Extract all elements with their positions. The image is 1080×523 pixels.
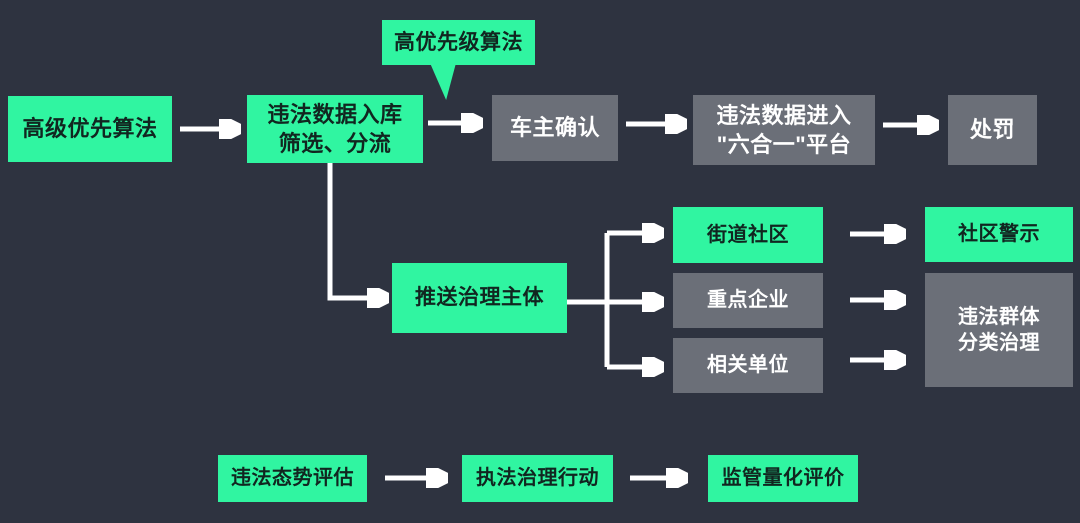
node-related-units: 相关单位: [673, 338, 823, 393]
node-enforcement-governance-action: 执法治理行动: [462, 455, 613, 502]
arrow-intake-to-push-subject: [327, 163, 370, 298]
node-key-enterprises: 重点企业: [673, 273, 823, 328]
node-violation-situation-assessment: 违法态势评估: [218, 455, 367, 502]
node-advanced-priority-algorithm: 高级优先算法: [8, 96, 172, 162]
callout-high-priority-algorithm: 高优先级算法: [382, 20, 535, 65]
node-push-governance-subject: 推送治理主体: [392, 263, 567, 333]
node-violation-data-intake: 违法数据入库 筛选、分流: [247, 95, 423, 163]
node-street-community: 街道社区: [673, 207, 823, 263]
node-six-in-one-platform: 违法数据进入 "六合一"平台: [693, 95, 875, 165]
node-owner-confirmation: 车主确认: [492, 95, 618, 161]
node-community-warning: 社区警示: [925, 207, 1073, 262]
node-violation-group-governance: 违法群体 分类治理: [925, 273, 1073, 387]
node-regulatory-quantitative-evaluation: 监管量化评价: [708, 455, 858, 502]
node-punishment: 处罚: [948, 95, 1037, 165]
callout-tail: [430, 63, 456, 100]
